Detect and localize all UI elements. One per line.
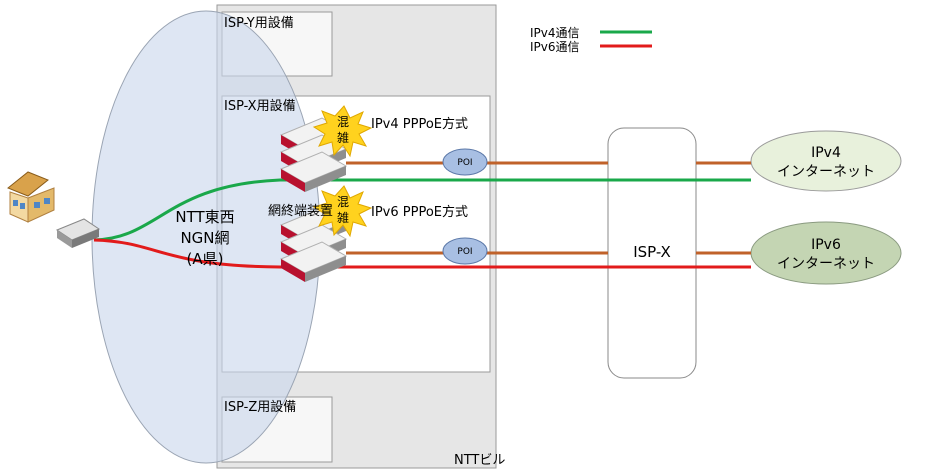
ipv6-internet (750, 221, 902, 285)
poi-top (442, 148, 488, 176)
congestion-bottom-char2: 雑 (337, 210, 349, 225)
poi-bottom-label: POI (457, 247, 472, 257)
building-label: NTTビル (454, 453, 505, 468)
method-ipv6-pppoe: IPv6 PPPoE方式 (371, 204, 468, 220)
ipv6-path (93, 238, 751, 269)
congestion-bottom-char1: 混 (337, 195, 349, 209)
ngn-label-line3: (A県) (187, 250, 224, 268)
isp-x-facility-label: ISP-X用設備 (224, 98, 296, 114)
ipv6-internet-line1: IPv6 (811, 237, 841, 253)
congestion-top-char2: 雑 (337, 130, 349, 145)
poi-bottom (442, 237, 488, 265)
method-ipv4-pppoe: IPv4 PPPoE方式 (371, 116, 468, 132)
congestion-burst-top-icon (312, 105, 373, 158)
onu-device-icon (55, 218, 101, 248)
ngn-label-line2: NGN網 (180, 229, 229, 247)
isp-z-facility-label: ISP-Z用設備 (224, 399, 296, 415)
ipv4-internet (750, 130, 902, 192)
ipv4-path (93, 178, 751, 242)
ngn-label-line1: NTT東西 (175, 208, 234, 226)
isp-y-facility-label: ISP-Y用設備 (224, 15, 294, 31)
terminal-label: 網終端装置 (268, 203, 333, 219)
ipv4-internet-line2: インターネット (777, 164, 875, 180)
ipv4-internet-line1: IPv4 (811, 145, 841, 161)
legend-ipv6-label: IPv6通信 (530, 40, 580, 54)
router-stack-bottom (279, 207, 348, 282)
poi-top-label: POI (457, 158, 472, 168)
ipv6-internet-line2: インターネット (777, 256, 875, 272)
legend-ipv4-label: IPv4通信 (530, 26, 580, 40)
isp-x-label: ISP-X (633, 243, 671, 261)
congestion-top-char1: 混 (337, 115, 349, 129)
home-icon (7, 171, 55, 223)
congestion-burst-bottom-icon (312, 185, 373, 238)
